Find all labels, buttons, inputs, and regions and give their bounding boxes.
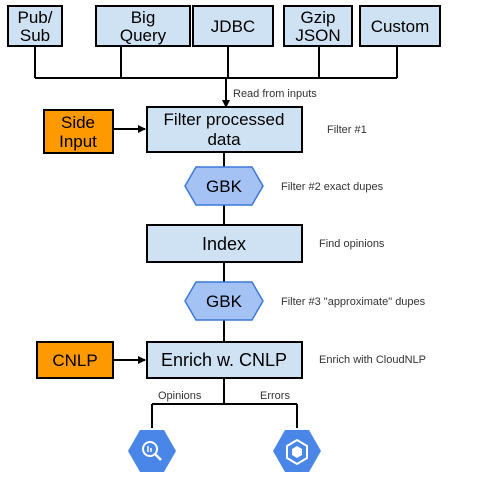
filter2-label: Filter #2 exact dupes [281,181,384,193]
input-gzip-json: Gzip JSON [283,5,353,47]
input-bigquery: Big Query [95,5,191,47]
bigquery-label-line2: Query [120,26,167,45]
enrich-box: Enrich w. CNLP [146,341,303,379]
filter-processed-line2: data [207,130,241,149]
input-jdbc: JDBC [192,5,274,47]
datastore-icon [273,430,321,472]
input-pubsub: Pub/ Sub [7,5,63,47]
pubsub-label-line1: Pub/ [18,8,53,27]
side-input-box: Side Input [43,109,114,154]
opinions-label: Opinions [158,390,202,402]
enrich-with-label: Enrich with CloudNLP [319,354,426,366]
index-label: Index [202,234,246,254]
pubsub-label-line2: Sub [20,26,50,45]
custom-label: Custom [371,17,430,36]
gbk-label-2: GBK [206,292,243,311]
bigquery-icon [128,430,176,472]
connectors [34,46,398,428]
jdbc-label: JDBC [211,17,255,36]
input-custom: Custom [359,5,441,47]
cnlp-box: CNLP [36,341,114,379]
errors-label: Errors [260,390,290,402]
cnlp-label: CNLP [52,351,97,370]
gzip-label-line1: Gzip [301,8,336,27]
filter-processed-line1: Filter processed [164,110,285,129]
find-opinions-label: Find opinions [319,238,385,250]
bigquery-label-line1: Big [131,8,156,27]
gbk-label-1: GBK [206,177,243,196]
gbk-node-2: GBK [184,281,264,321]
side-input-line2: Input [59,132,97,151]
enrich-label: Enrich w. CNLP [161,350,287,370]
filter1-label: Filter #1 [327,124,367,136]
filter3-label: Filter #3 "approximate" dupes [281,296,426,308]
index-box: Index [146,224,303,263]
filter-processed-box: Filter processed data [146,106,303,153]
read-from-inputs-label: Read from inputs [233,88,317,100]
gzip-label-line2: JSON [295,26,340,45]
side-input-line1: Side [61,113,95,132]
gbk-node-1: GBK [184,166,264,206]
